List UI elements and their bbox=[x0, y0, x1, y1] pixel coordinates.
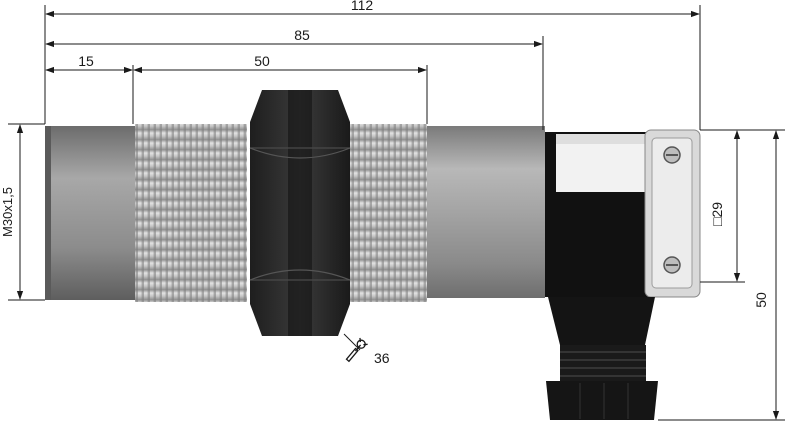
wrench-icon bbox=[345, 337, 368, 363]
dim-connector-square: □29 bbox=[709, 202, 725, 226]
dim-connector-height: 50 bbox=[753, 292, 769, 308]
thread-section-left bbox=[135, 124, 247, 302]
connector-housing bbox=[545, 129, 701, 420]
thread-section-right bbox=[345, 124, 427, 302]
hex-nut bbox=[249, 90, 351, 336]
sensor-body bbox=[45, 90, 701, 420]
dim-wrench-size: 36 bbox=[374, 350, 390, 366]
sensor-barrel bbox=[427, 126, 545, 298]
dim-thread-size: M30x1,5 bbox=[0, 187, 15, 237]
dim-thread-length: 50 bbox=[254, 53, 270, 69]
dim-total-length: 112 bbox=[351, 0, 374, 13]
sensing-tip bbox=[45, 126, 135, 300]
dim-tip-length: 15 bbox=[78, 53, 94, 69]
dimension-lines bbox=[8, 5, 785, 421]
dim-body-length: 85 bbox=[294, 27, 310, 43]
